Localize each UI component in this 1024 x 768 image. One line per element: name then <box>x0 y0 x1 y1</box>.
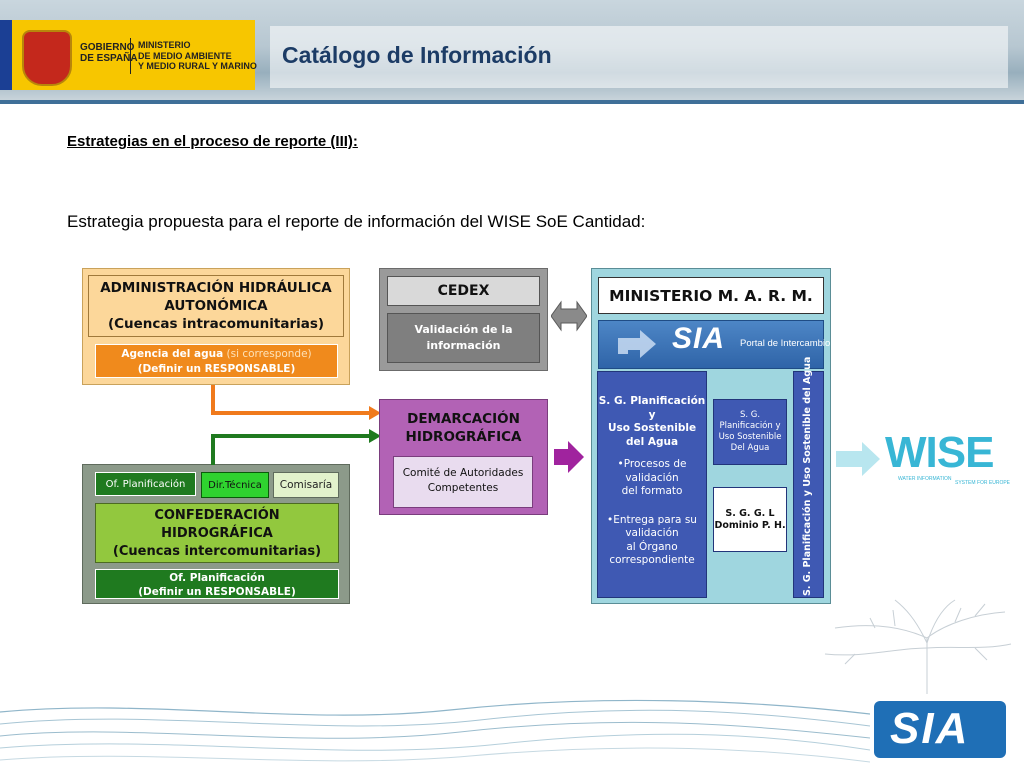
section-subtitle: Estrategias en el proceso de reporte (II… <box>67 133 358 150</box>
wise-logo: WISE <box>885 428 994 477</box>
wise-tagline-2: SYSTEM FOR EUROPE <box>955 480 1011 486</box>
of-planificacion-box: Of. Planificación (Definir un RESPONSABL… <box>95 569 339 599</box>
purple-arrow-icon <box>554 441 584 473</box>
cedex-validation-box: Validación de la información <box>387 313 540 363</box>
demarcacion-title: DEMARCACIÓN HIDROGRÁFICA <box>405 411 522 445</box>
government-label: GOBIERNO DE ESPAÑA <box>80 42 138 64</box>
orange-arrowhead <box>369 406 381 420</box>
page-title: Catálogo de Información <box>282 42 552 68</box>
portal-label: Portal de Intercambio <box>740 338 831 349</box>
decorative-waves <box>0 699 870 763</box>
sia-portal-logo: SIA <box>672 322 726 355</box>
ministry-label: MINISTERIO DE MEDIO AMBIENTE Y MEDIO RUR… <box>138 40 257 71</box>
title-panel <box>270 26 1008 88</box>
tab-of-planificacion: Of. Planificación <box>95 472 196 496</box>
bidirectional-arrow-icon <box>551 300 587 332</box>
sg-vertical-label: S. G. Planificación y Uso Sostenible del… <box>802 356 813 596</box>
coat-of-arms-icon <box>22 30 72 86</box>
header-divider <box>0 100 1024 104</box>
tab-comisaria: Comisaría <box>273 472 339 498</box>
logo-separator <box>130 38 131 74</box>
wise-tagline-1: WATER INFORMATION <box>898 476 952 482</box>
decorative-tree-icon <box>824 599 1012 694</box>
sggl-dominio-box: S. G. G. L Dominio P. H. <box>713 487 787 552</box>
green-arrowhead <box>369 429 381 443</box>
green-connector-vertical <box>211 434 215 465</box>
admin-title-box: ADMINISTRACIÓN HIDRÁULICA AUTONÓMICA (Cu… <box>88 275 344 337</box>
footer-sia-logo-box <box>874 701 1006 758</box>
ministerio-title: MINISTERIO M. A. R. M. <box>598 277 824 314</box>
intro-text: Estrategia propuesta para el reporte de … <box>67 212 646 231</box>
sg-planificacion-small-box: S. G. Planificación y Uso Sostenible Del… <box>713 399 787 465</box>
confed-title-box: CONFEDERACIÓN HIDROGRÁFICA (Cuencas inte… <box>95 503 339 563</box>
footer-sia-logo: SIA <box>890 704 970 753</box>
orange-connector-horizontal <box>211 411 369 415</box>
orange-connector-vertical <box>211 385 215 415</box>
eu-flag-stripe <box>0 20 12 90</box>
sg-vertical-bar <box>793 371 824 598</box>
green-connector-horizontal <box>211 434 369 438</box>
comite-autoridades-box: Comité de Autoridades Competentes <box>393 456 533 508</box>
refresh-arrows-icon <box>618 330 656 358</box>
tab-dir-tecnica: Dir.Técnica <box>201 472 269 498</box>
agency-box: Agencia del agua (si corresponde) (Defin… <box>95 344 338 378</box>
sg-planificacion-panel: S. G. Planificación y Uso Sostenible del… <box>597 371 707 598</box>
cedex-title: CEDEX <box>387 276 540 306</box>
wise-arrow-icon <box>836 442 880 476</box>
